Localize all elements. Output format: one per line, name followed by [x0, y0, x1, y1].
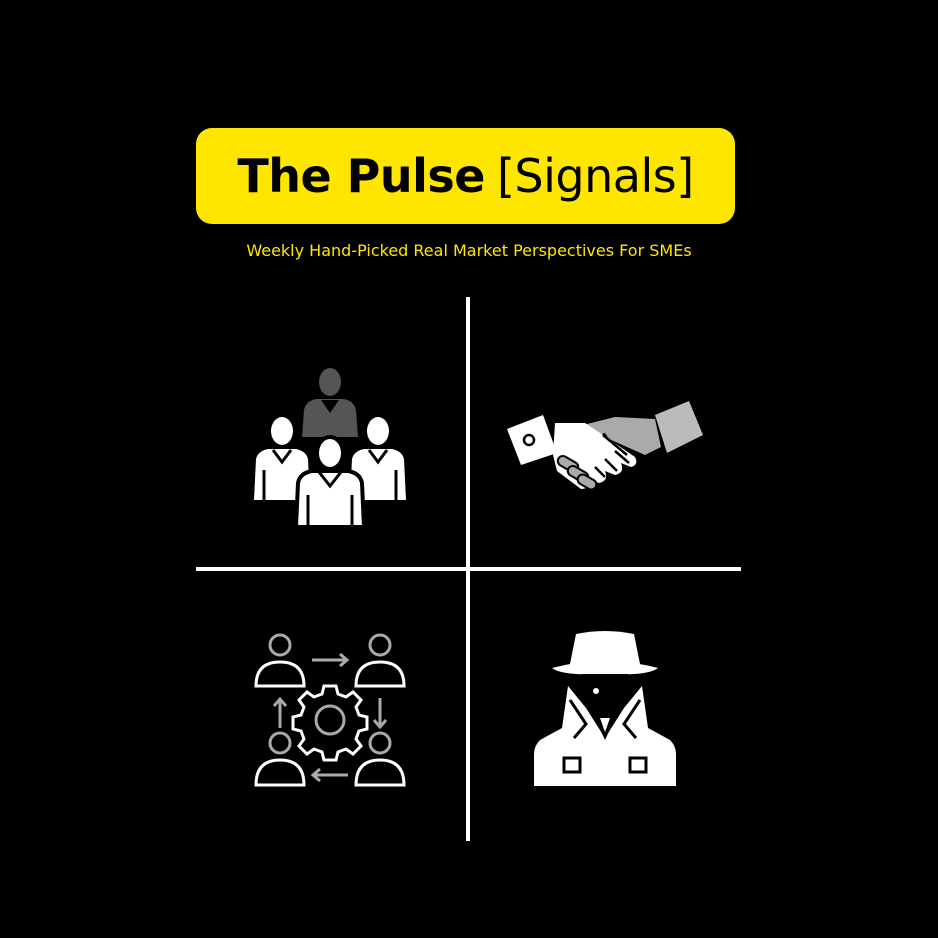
handshake-icon: [505, 395, 705, 495]
title-banner: The Pulse[Signals]: [196, 128, 735, 224]
collaboration-cycle-icon: [250, 630, 410, 790]
subtitle: Weekly Hand-Picked Real Market Perspecti…: [246, 241, 692, 260]
spy-detective-icon: [530, 628, 680, 788]
team-people-icon: [250, 365, 410, 530]
quadrant-divider-horizontal: [196, 567, 741, 571]
page-title: The Pulse[Signals]: [237, 149, 694, 203]
title-light: [Signals]: [496, 149, 694, 203]
title-bold: The Pulse: [237, 149, 485, 203]
